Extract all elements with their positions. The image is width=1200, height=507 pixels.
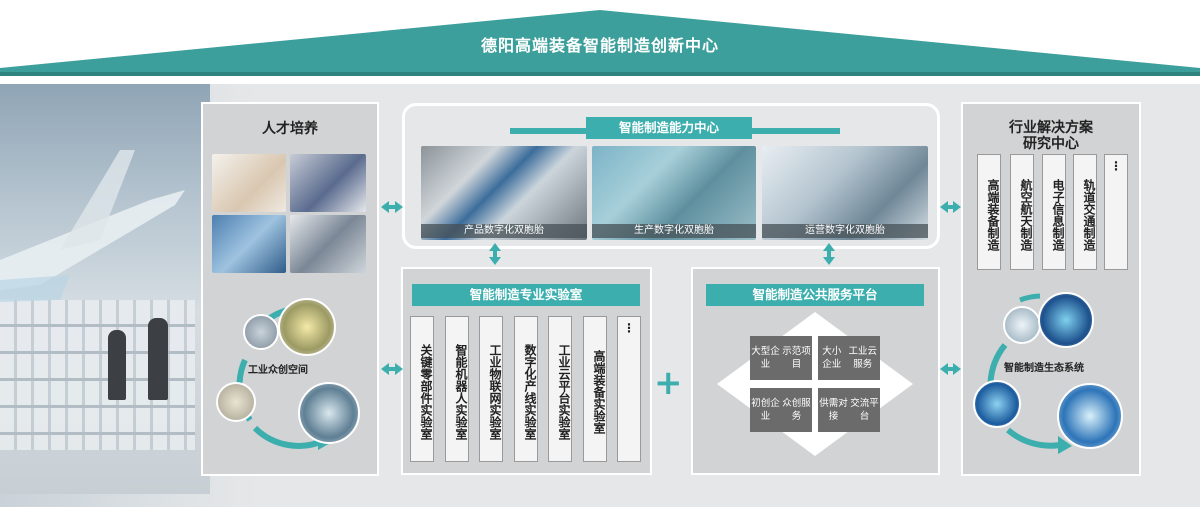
labs-title: 智能制造专业实验室: [412, 284, 640, 306]
talent-photo-3: [212, 215, 286, 273]
capability-frame: [402, 103, 940, 249]
talent-photo-1: [212, 154, 286, 212]
person-silhouette: [148, 318, 168, 400]
capability-title: 智能制造能力中心: [586, 117, 752, 139]
operation-twin-caption: 运营数字化双胞胎: [762, 224, 928, 238]
production-twin-caption: 生产数字化双胞胎: [592, 224, 756, 238]
page-title: 德阳高端装备智能制造创新中心: [480, 36, 719, 55]
solutions-title: 行业解决方案研究中心: [1009, 120, 1093, 152]
airplane-image: [0, 150, 185, 302]
platform-box-4: 供需对接交流平台: [818, 388, 880, 432]
ecosystem-circle-4: [1057, 383, 1123, 449]
space-circle-2: [278, 298, 336, 356]
solution-column-1: 高端装备制造: [977, 154, 1001, 270]
ecosystem-circle-1: [1003, 306, 1041, 344]
lab-column-4: 数字化产线实验室: [514, 316, 538, 462]
product-twin-caption: 产品数字化双胞胎: [421, 224, 587, 238]
platform-box-2: 大小企业工业云服务: [818, 336, 880, 380]
talent-title: 人才培养: [262, 121, 318, 137]
space-circle-1: [243, 314, 279, 350]
lab-column-1: 关键零部件实验室: [410, 316, 434, 462]
platform-title: 智能制造公共服务平台: [706, 284, 924, 306]
lab-column-5: 工业云平台实验室: [548, 316, 572, 462]
ecosystem-circle-2: [1038, 292, 1094, 348]
solution-column-more: ⋮: [1104, 154, 1128, 270]
solution-column-4: 轨道交通制造: [1073, 154, 1097, 270]
talent-photo-4: [290, 215, 366, 273]
platform-box-3: 初创企业众创服务: [750, 388, 812, 432]
lab-column-2: 智能机器人实验室: [445, 316, 469, 462]
solution-column-2: 航空航天制造: [1010, 154, 1034, 270]
ecosystem-label: 智能制造生态系统: [1004, 363, 1084, 374]
solution-column-3: 电子信息制造: [1042, 154, 1066, 270]
ecosystem-circle-3: [973, 380, 1021, 428]
lab-column-more: ⋮: [617, 316, 641, 462]
talent-photo-2: [290, 154, 366, 212]
space-circle-3: [216, 382, 256, 422]
lab-column-6: 高端装备实验室: [583, 316, 607, 462]
roof-banner: [0, 10, 1200, 76]
space-circle-4: [298, 382, 360, 444]
plus-sign: +: [654, 363, 683, 403]
lab-column-3: 工业物联网实验室: [479, 316, 503, 462]
platform-box-1: 大型企业示范项目: [750, 336, 812, 380]
person-silhouette: [108, 330, 126, 400]
space-label: 工业众创空间: [248, 365, 308, 376]
